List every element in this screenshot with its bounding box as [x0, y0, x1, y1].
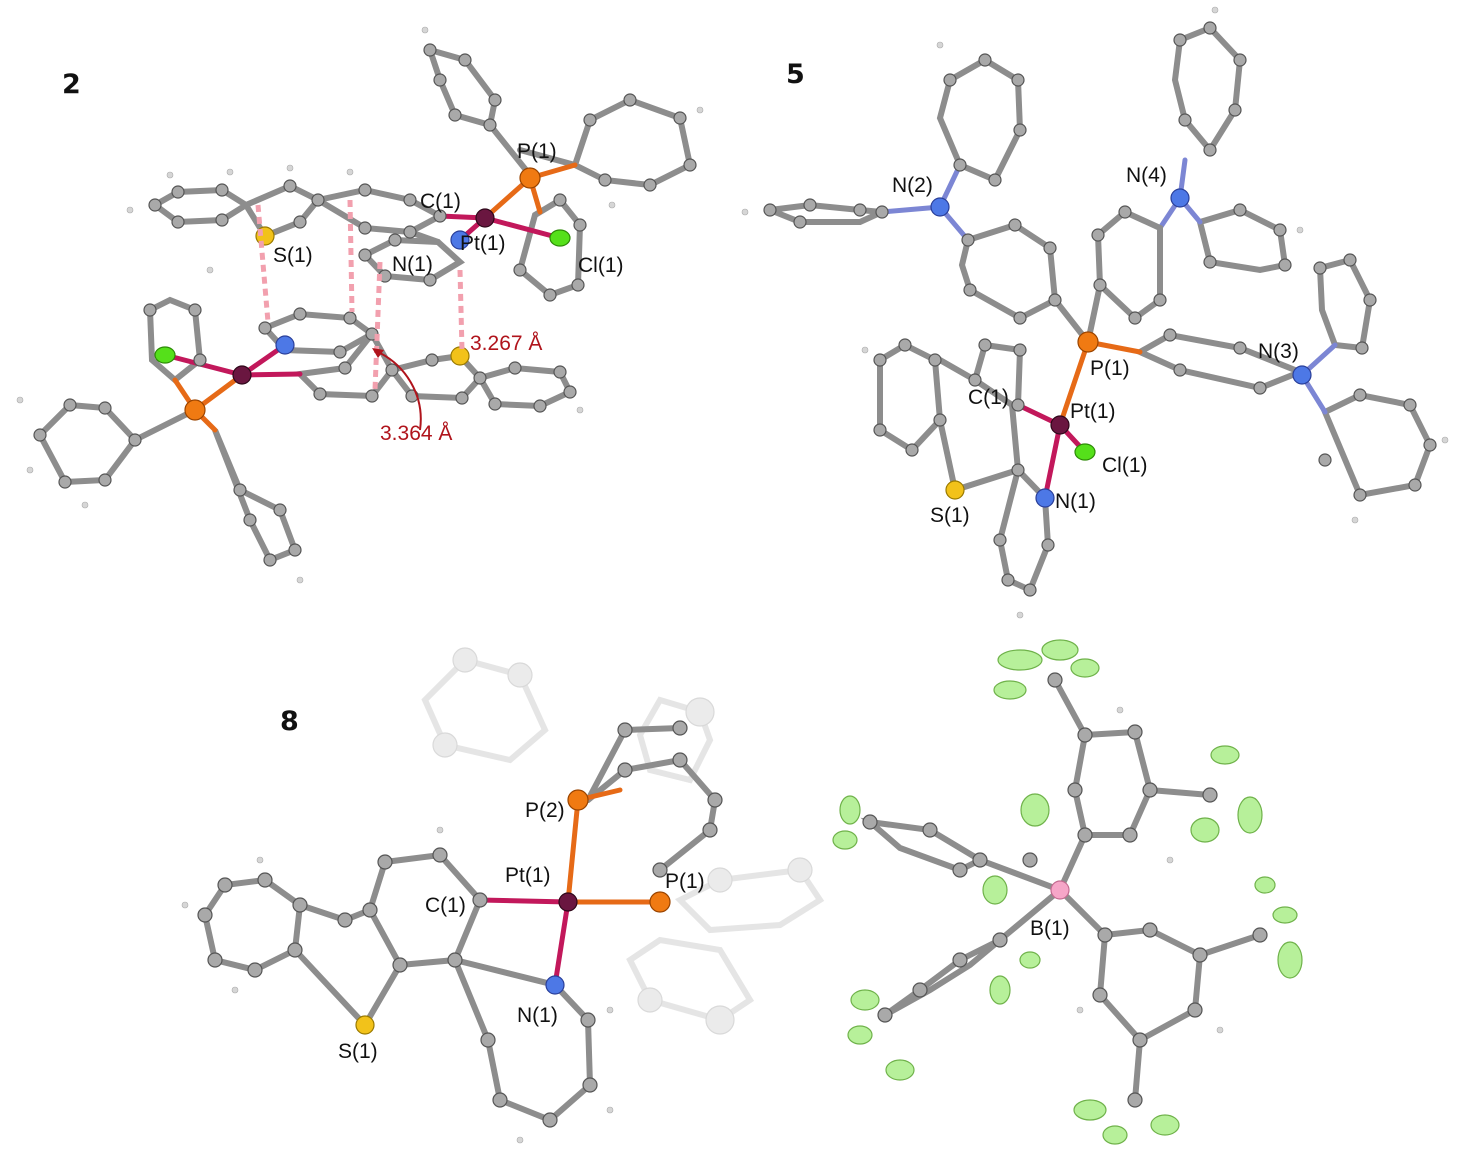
panel-5-molecule	[741, 6, 1449, 619]
atom-label-c1: C(1)	[420, 190, 461, 213]
atom-label-pt1: Pt(1)	[1070, 400, 1116, 423]
compound-label-5: 5	[786, 59, 805, 90]
atom-label-n3: N(3)	[1258, 340, 1299, 363]
panel-2: 2 P(1) C(1) S(1) N(1) Pt(1) Cl(1) 3.267 …	[16, 26, 704, 584]
atom-label-s1: S(1)	[338, 1040, 378, 1063]
atom-label-s1: S(1)	[930, 504, 970, 527]
atom-label-s1: S(1)	[273, 244, 313, 267]
atom-label-p1: P(1)	[517, 140, 557, 163]
panel-8: 8 P(2) Pt(1) P(1) C(1) N(1) S(1) B(1)	[181, 639, 1303, 1145]
sulfur-atom	[945, 480, 965, 500]
platinum-atom	[558, 892, 578, 912]
atom-label-p2: P(2)	[525, 799, 565, 822]
atom-label-n1: N(1)	[392, 253, 433, 276]
atom-label-c1: C(1)	[968, 386, 1009, 409]
panel-5: 5 N(2) N(4) N(3) P(1) C(1) Pt(1) Cl(1) S…	[741, 6, 1449, 619]
compound-label-8: 8	[280, 706, 299, 737]
platinum-atom-lower	[232, 365, 252, 385]
phosphorus-atom	[1077, 331, 1099, 353]
panel-8-cation	[181, 720, 723, 1144]
atom-label-pt1: Pt(1)	[460, 232, 506, 255]
phosphorus-atom-p2	[567, 789, 589, 811]
panel-8-ghost-phenyls	[421, 647, 825, 1035]
chlorine-atom	[1074, 443, 1096, 461]
atom-label-cl1: Cl(1)	[578, 254, 624, 277]
phosphorus-atom-upper	[519, 167, 541, 189]
panel-2-lower-molecule	[16, 266, 584, 584]
panel-2-upper-molecule	[126, 26, 704, 302]
nitrogen-atom-n4	[1170, 188, 1190, 208]
compound-label-2: 2	[62, 69, 81, 100]
atom-label-n1: N(1)	[1055, 490, 1096, 513]
nitrogen-atom-lower	[275, 335, 295, 355]
atom-label-n1: N(1)	[517, 1004, 558, 1027]
distance-label-1: 3.267 Å	[470, 332, 542, 355]
distance-label-2: 3.364 Å	[380, 422, 452, 445]
panel-2-contacts	[255, 199, 465, 391]
nitrogen-atom-upper	[450, 230, 470, 250]
atom-label-n4: N(4)	[1126, 164, 1167, 187]
boron-atom	[1050, 880, 1070, 900]
atom-label-p1: P(1)	[1090, 357, 1130, 380]
nitrogen-atom-n1	[1035, 488, 1055, 508]
atom-label-pt1: Pt(1)	[505, 864, 551, 887]
chlorine-atom-upper	[549, 229, 571, 247]
nitrogen-atom-n3	[1292, 365, 1312, 385]
platinum-atom-upper	[475, 208, 495, 228]
panel-8-anion	[832, 639, 1303, 1145]
distance-arrow	[377, 351, 422, 431]
phosphorus-atom-p1	[649, 891, 671, 913]
atom-label-n2: N(2)	[892, 174, 933, 197]
nitrogen-atom-n2	[930, 197, 950, 217]
sulfur-atom-lower	[450, 346, 470, 366]
nitrogen-atom	[545, 975, 565, 995]
chlorine-atom-lower	[154, 346, 176, 364]
distance-arrowhead	[372, 348, 384, 358]
platinum-atom	[1050, 415, 1070, 435]
atom-label-p1: P(1)	[665, 870, 705, 893]
atom-label-b1: B(1)	[1030, 917, 1070, 940]
phosphorus-atom-lower	[184, 399, 206, 421]
sulfur-atom	[355, 1015, 375, 1035]
atom-label-cl1: Cl(1)	[1102, 454, 1148, 477]
atom-label-c1: C(1)	[425, 894, 466, 917]
